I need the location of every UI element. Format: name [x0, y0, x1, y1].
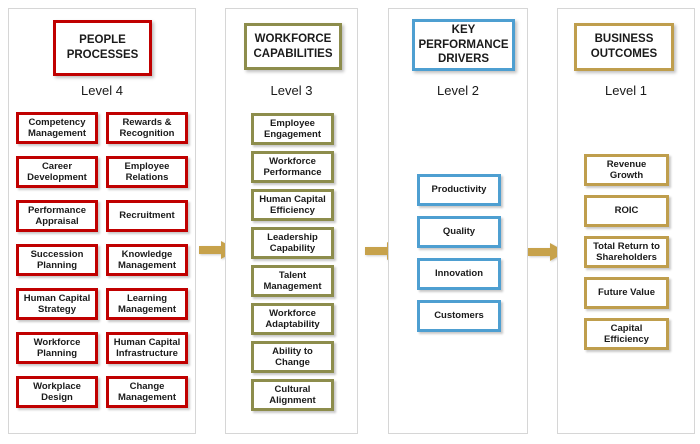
- capability-box: Workforce Adaptability: [251, 303, 334, 335]
- outcome-box: Capital Efficiency: [584, 318, 669, 350]
- capability-box: Cultural Alignment: [251, 379, 334, 411]
- driver-box: Quality: [417, 216, 501, 248]
- process-box: Learning Management: [106, 288, 188, 320]
- driver-box: Innovation: [417, 258, 501, 290]
- panel-key-performance-drivers: KEY PERFORMANCE DRIVERS Level 2 Producti…: [388, 8, 528, 434]
- process-box: Employee Relations: [106, 156, 188, 188]
- flow-arrow-right: [528, 243, 566, 261]
- process-box: Workforce Planning: [16, 332, 98, 364]
- header-business-outcomes: BUSINESS OUTCOMES: [574, 23, 674, 71]
- driver-box: Productivity: [417, 174, 501, 206]
- capability-box: Ability to Change: [251, 341, 334, 373]
- panel-people-processes: PEOPLE PROCESSES Level 4 Competency Mana…: [8, 8, 196, 434]
- capability-box: Talent Management: [251, 265, 334, 297]
- outcome-box: Revenue Growth: [584, 154, 669, 186]
- level-label-3: Level 3: [270, 83, 313, 98]
- key-performance-drivers-list: Productivity Quality Innovation Customer…: [417, 174, 501, 332]
- driver-box: Customers: [417, 300, 501, 332]
- panel-business-outcomes: BUSINESS OUTCOMES Level 1 Revenue Growth…: [557, 8, 695, 434]
- level-label-4: Level 4: [81, 83, 123, 98]
- outcome-box: Total Return to Shareholders: [584, 236, 669, 268]
- level-label-2: Level 2: [437, 83, 479, 98]
- capability-box: Workforce Performance: [251, 151, 334, 183]
- panel-workforce-capabilities: WORKFORCE CAPABILITIES Level 3 Employee …: [225, 8, 358, 434]
- process-box: Succession Planning: [16, 244, 98, 276]
- process-box: Human Capital Infrastructure: [106, 332, 188, 364]
- process-box: Performance Appraisal: [16, 200, 98, 232]
- process-box: Workplace Design: [16, 376, 98, 408]
- capability-box: Employee Engagement: [251, 113, 334, 145]
- process-box: Change Management: [106, 376, 188, 408]
- header-people-processes: PEOPLE PROCESSES: [53, 20, 152, 76]
- outcome-box: Future Value: [584, 277, 669, 309]
- outcome-box: ROIC: [584, 195, 669, 227]
- capability-box: Leadership Capability: [251, 227, 334, 259]
- process-box: Knowledge Management: [106, 244, 188, 276]
- workforce-capabilities-list: Employee Engagement Workforce Performanc…: [251, 113, 334, 411]
- header-workforce-capabilities: WORKFORCE CAPABILITIES: [244, 23, 342, 70]
- header-key-performance-drivers: KEY PERFORMANCE DRIVERS: [412, 19, 515, 71]
- process-box: Career Development: [16, 156, 98, 188]
- process-box: Competency Management: [16, 112, 98, 144]
- people-processes-grid: Competency Management Rewards & Recognit…: [16, 112, 188, 408]
- process-box: Recruitment: [106, 200, 188, 232]
- process-box: Rewards & Recognition: [106, 112, 188, 144]
- business-outcomes-list: Revenue Growth ROIC Total Return to Shar…: [584, 154, 669, 350]
- capability-box: Human Capital Efficiency: [251, 189, 334, 221]
- level-label-1: Level 1: [605, 83, 647, 98]
- process-box: Human Capital Strategy: [16, 288, 98, 320]
